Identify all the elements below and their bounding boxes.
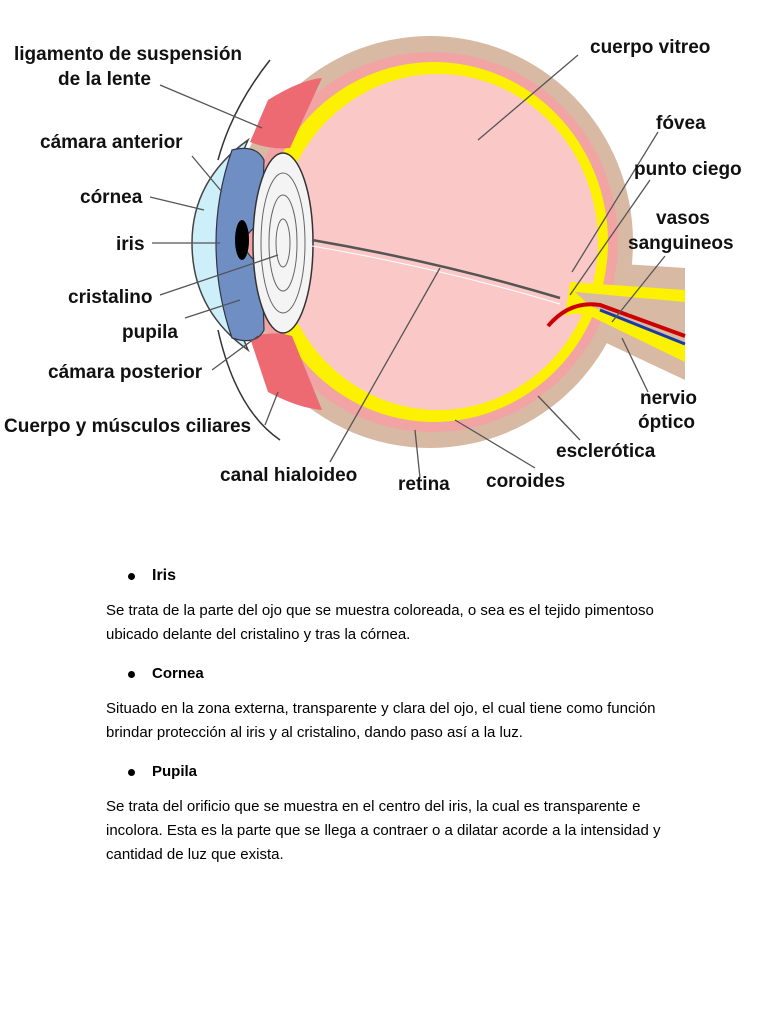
- label-camara-posterior: cámara posterior: [48, 362, 203, 383]
- label-cornea: córnea: [80, 187, 143, 208]
- lens: [252, 152, 314, 334]
- bullet-icon: [128, 573, 135, 580]
- ciliary-body-top: [250, 78, 322, 149]
- ciliary-body-bottom: [250, 333, 322, 410]
- label-nervio: óptico: [638, 412, 695, 433]
- lens-ring: [275, 218, 291, 268]
- section-title-cornea: Cornea: [106, 663, 666, 685]
- section-paragraph-pupila: Se trata del orificio que se muestra en …: [106, 798, 661, 863]
- document-body: Iris Se trata de la parte del ojo que se…: [106, 565, 666, 883]
- lens-ring: [260, 172, 306, 314]
- label-canal-hialoideo: canal hialoideo: [220, 465, 357, 486]
- section-title-pupila: Pupila: [106, 761, 666, 783]
- label-pupila: pupila: [122, 322, 178, 343]
- label-fovea: fóvea: [656, 113, 706, 134]
- label-ligamento: de la lente: [58, 69, 151, 90]
- pupil-shape: [235, 220, 249, 260]
- vitreous-body: [278, 74, 598, 410]
- section-paragraph-iris: Se trata de la parte del ojo que se mues…: [106, 602, 654, 643]
- section-paragraph-cornea: Situado en la zona externa, transparente…: [106, 700, 656, 741]
- label-iris: iris: [116, 234, 145, 255]
- eye-anatomy-diagram: ligamento de suspensión de la lente cáma…: [4, 36, 742, 495]
- label-cristalino: cristalino: [68, 287, 152, 308]
- section-title-text: Pupila: [152, 763, 198, 780]
- bullet-icon: [128, 769, 135, 776]
- label-punto-ciego: punto ciego: [634, 159, 742, 180]
- label-vasos: sanguineos: [628, 233, 734, 254]
- label-cuerpo-vitreo: cuerpo vitreo: [590, 37, 710, 58]
- label-ligamento: ligamento de suspensión: [14, 44, 242, 65]
- label-coroides: coroides: [486, 471, 565, 492]
- label-retina: retina: [398, 474, 450, 495]
- label-nervio: nervio: [640, 388, 697, 409]
- section-title-iris: Iris: [106, 565, 666, 587]
- label-cuerpo-musculos: Cuerpo y músculos ciliares: [4, 416, 251, 437]
- label-esclerotica: esclerótica: [556, 441, 656, 462]
- eyelid-line-top: [217, 59, 271, 161]
- lens-ring: [268, 194, 298, 292]
- bullet-icon: [128, 671, 135, 678]
- section-title-text: Cornea: [152, 665, 204, 682]
- label-camara-anterior: cámara anterior: [40, 132, 183, 153]
- label-vasos: vasos: [656, 208, 710, 229]
- leader-lines: [149, 54, 666, 479]
- blood-vessel-red: [546, 302, 686, 338]
- eyelid-line-bottom: [217, 329, 281, 441]
- blood-vessel-blue: [599, 308, 686, 346]
- section-title-text: Iris: [152, 567, 177, 584]
- hyaloid-canal: [311, 238, 561, 300]
